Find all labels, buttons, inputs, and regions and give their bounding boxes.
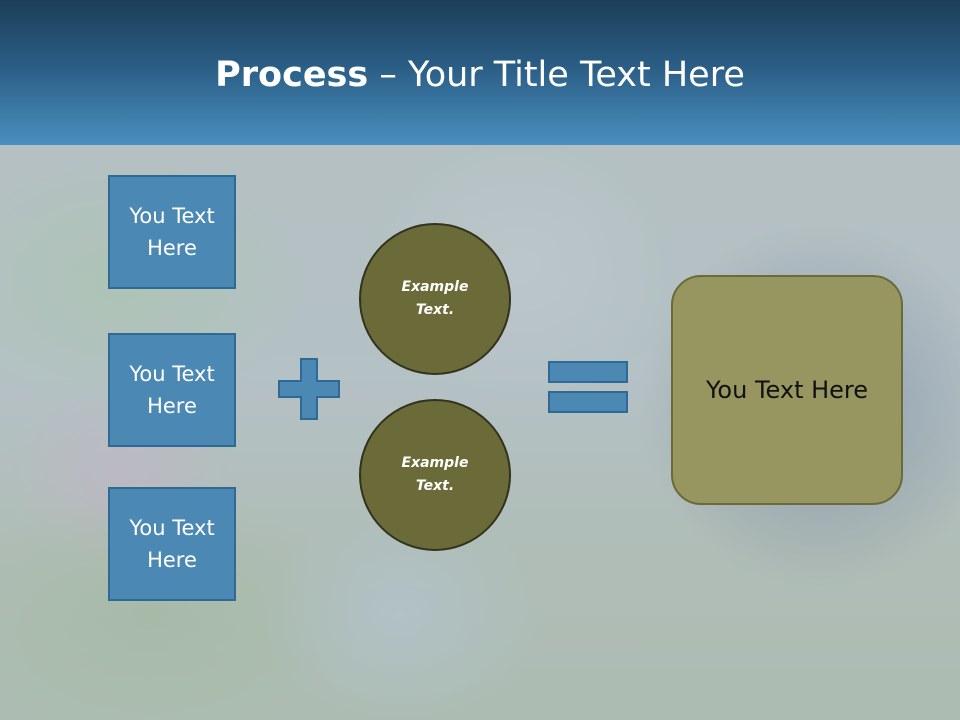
text-box-label: You Text Here [129, 516, 215, 572]
slide-title: Process – Your Title Text Here [0, 52, 960, 98]
title-bold: Process [215, 55, 369, 95]
result-box[interactable]: You Text Here [671, 275, 903, 505]
title-bar: Process – Your Title Text Here [0, 0, 960, 145]
text-box-1[interactable]: You Text Here [108, 175, 236, 289]
example-circle-1[interactable]: Example Text. [359, 223, 511, 375]
equals-icon [548, 361, 628, 413]
example-circle-2[interactable]: Example Text. [359, 399, 511, 551]
result-label: You Text Here [705, 376, 869, 404]
text-box-label: You Text Here [129, 362, 215, 418]
title-rest: – Your Title Text Here [368, 55, 745, 95]
plus-icon [278, 358, 340, 420]
circle-label: Example Text. [401, 455, 469, 494]
text-box-label: You Text Here [129, 204, 215, 260]
circle-label: Example Text. [401, 279, 469, 318]
text-box-3[interactable]: You Text Here [108, 487, 236, 601]
text-box-2[interactable]: You Text Here [108, 333, 236, 447]
